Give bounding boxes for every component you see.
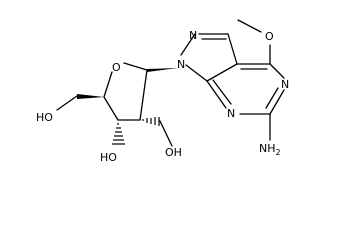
atom-oh-c2: OH — [165, 146, 182, 159]
bond-c1-o — [123, 62, 148, 71]
bond-o-ch3 — [237, 19, 262, 33]
bond-o-c4 — [103, 71, 113, 98]
bond-c5-oh — [56, 95, 78, 111]
atom-n2: N — [189, 29, 197, 42]
atom-o-ribose: O — [112, 61, 121, 74]
atom-n5: N — [281, 78, 289, 91]
bond-c2-oh-hash — [142, 117, 160, 126]
bond-n7-c7a — [206, 80, 227, 109]
bond-c4-c3 — [103, 96, 119, 121]
bond-c4-c5-wedge — [77, 94, 104, 99]
atom-o-methoxy: O — [265, 30, 274, 43]
atom-ho-c5: HO — [36, 111, 53, 124]
atom-n1: N — [177, 58, 185, 71]
bond-c4-n5 — [269, 63, 285, 79]
atom-ho-c3: HO — [100, 151, 117, 164]
bond-c7a-n1 — [185, 64, 208, 82]
chemical-structure: N N O N N O NH2 HO OH HO — [36, 19, 289, 164]
bond-n5-c6-inner — [265, 87, 279, 109]
atom-n7: N — [227, 107, 235, 120]
bond-c3-c3a — [227, 33, 238, 65]
bond-c3a-c7a — [206, 63, 238, 82]
bond-c2-c1 — [139, 69, 148, 121]
bond-n7-c7a-inner — [212, 79, 232, 105]
bond-c3-oh-hash — [112, 123, 125, 145]
bond-c2-oh-wedge-tip — [159, 120, 173, 147]
atom-nh2: NH2 — [259, 142, 281, 157]
bond-n1-c1-wedge — [147, 68, 178, 72]
bond-n1-n2 — [180, 33, 196, 56]
bond-n5-c6 — [269, 89, 285, 115]
